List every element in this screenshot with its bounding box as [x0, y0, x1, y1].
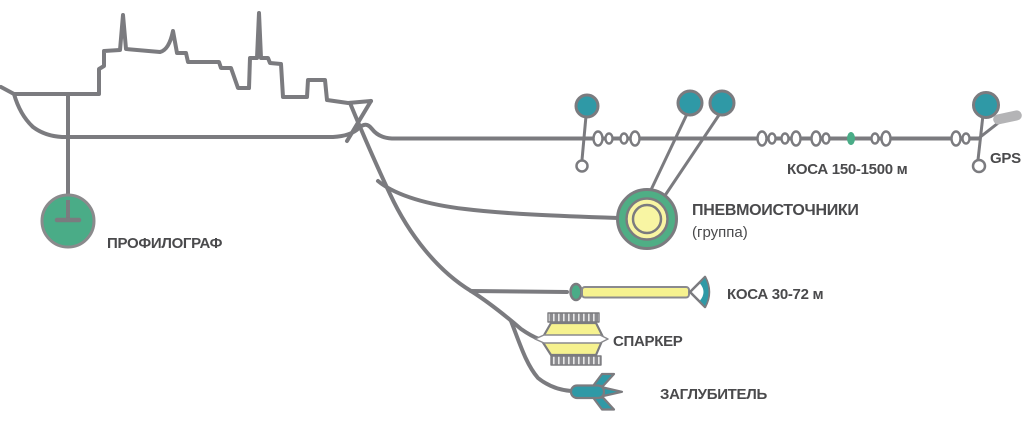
- streamer-bead-icon: [629, 130, 641, 147]
- buoy-line-1: [648, 113, 689, 193]
- tail-buoy-gps-icon: [972, 91, 1000, 119]
- short-streamer-tube: [581, 286, 690, 299]
- tail-buoy-float: [971, 158, 987, 174]
- streamer-bead-icon: [619, 132, 629, 145]
- airgun-cable: [376, 179, 620, 220]
- depressor-fin-bottom: [591, 396, 616, 411]
- long-streamer: [574, 89, 1022, 198]
- short-streamer-icon: [569, 275, 711, 309]
- depressor-icon: [569, 372, 624, 411]
- gps-antenna-icon: [993, 110, 1022, 125]
- survey-vessel-icon: [0, 11, 980, 143]
- streamer-bead-icon: [790, 130, 802, 147]
- streamer-bead-icon: [592, 130, 604, 147]
- short-streamer-label: КОСА 30-72 м: [727, 286, 824, 303]
- streamer-bead-icon: [780, 132, 790, 145]
- sparker-electrode-bar-top: [547, 312, 600, 323]
- depressor-fin-top: [591, 372, 616, 388]
- short-streamer-tail-teal: [700, 278, 709, 306]
- streamer-bead-group-4: [950, 130, 971, 147]
- airgun-inner-ring: [631, 203, 663, 235]
- streamer-bead-icon: [950, 130, 962, 147]
- surface-buoy-icon: [708, 89, 736, 117]
- head-buoy-float: [575, 159, 589, 173]
- streamer-bead-group-1: [592, 130, 641, 147]
- deep-tow-cable: [348, 101, 541, 341]
- vessel-hull-and-towline: [12, 92, 980, 141]
- short-streamer-head: [569, 282, 583, 302]
- depressor-body: [569, 384, 606, 400]
- tow-cables: [348, 101, 620, 393]
- surface-buoy-icon: [574, 93, 600, 119]
- profilograph-label: ПРОФИЛОГРАФ: [107, 235, 223, 252]
- sparker-electrode-bar-bottom: [550, 355, 602, 366]
- surface-buoy-icon: [676, 89, 704, 117]
- streamer-sensor-green: [847, 132, 855, 145]
- head-buoy-stem: [580, 115, 588, 161]
- streamer-bead-icon: [880, 130, 892, 147]
- streamer-bead-group-2: [756, 130, 802, 147]
- streamer-bead-icon: [810, 130, 822, 147]
- vessel-superstructure: [0, 11, 373, 105]
- streamer-bead-icon: [756, 130, 768, 147]
- streamer-bead-icon: [870, 132, 880, 145]
- streamer-bead-icon: [604, 132, 614, 145]
- streamer-bead-icon: [961, 132, 971, 145]
- airguns-note: (группа): [692, 224, 748, 241]
- streamer-bead-icon: [767, 132, 777, 145]
- gps-label: GPS: [990, 150, 1021, 167]
- streamer-bead-group-3: [810, 130, 892, 147]
- airgun-array-icon: [616, 188, 678, 250]
- depressor-cable: [509, 319, 573, 393]
- profilograph-icon: [40, 94, 96, 249]
- sparker-keel-band: [534, 334, 609, 344]
- sparker-label: СПАРКЕР: [613, 333, 683, 350]
- depressor-label: ЗАГЛУБИТЕЛЬ: [660, 386, 767, 403]
- airguns-label: ПНЕВМОИСТОЧНИКИ: [692, 202, 859, 219]
- streamer-bead-icon: [821, 132, 831, 145]
- tail-buoy-assembly: [971, 91, 1022, 174]
- long-streamer-label: КОСА 150-1500 м: [787, 161, 908, 178]
- buoy-line-2: [662, 114, 721, 198]
- short-streamer-cable: [469, 289, 569, 294]
- sparker-icon: [534, 312, 609, 366]
